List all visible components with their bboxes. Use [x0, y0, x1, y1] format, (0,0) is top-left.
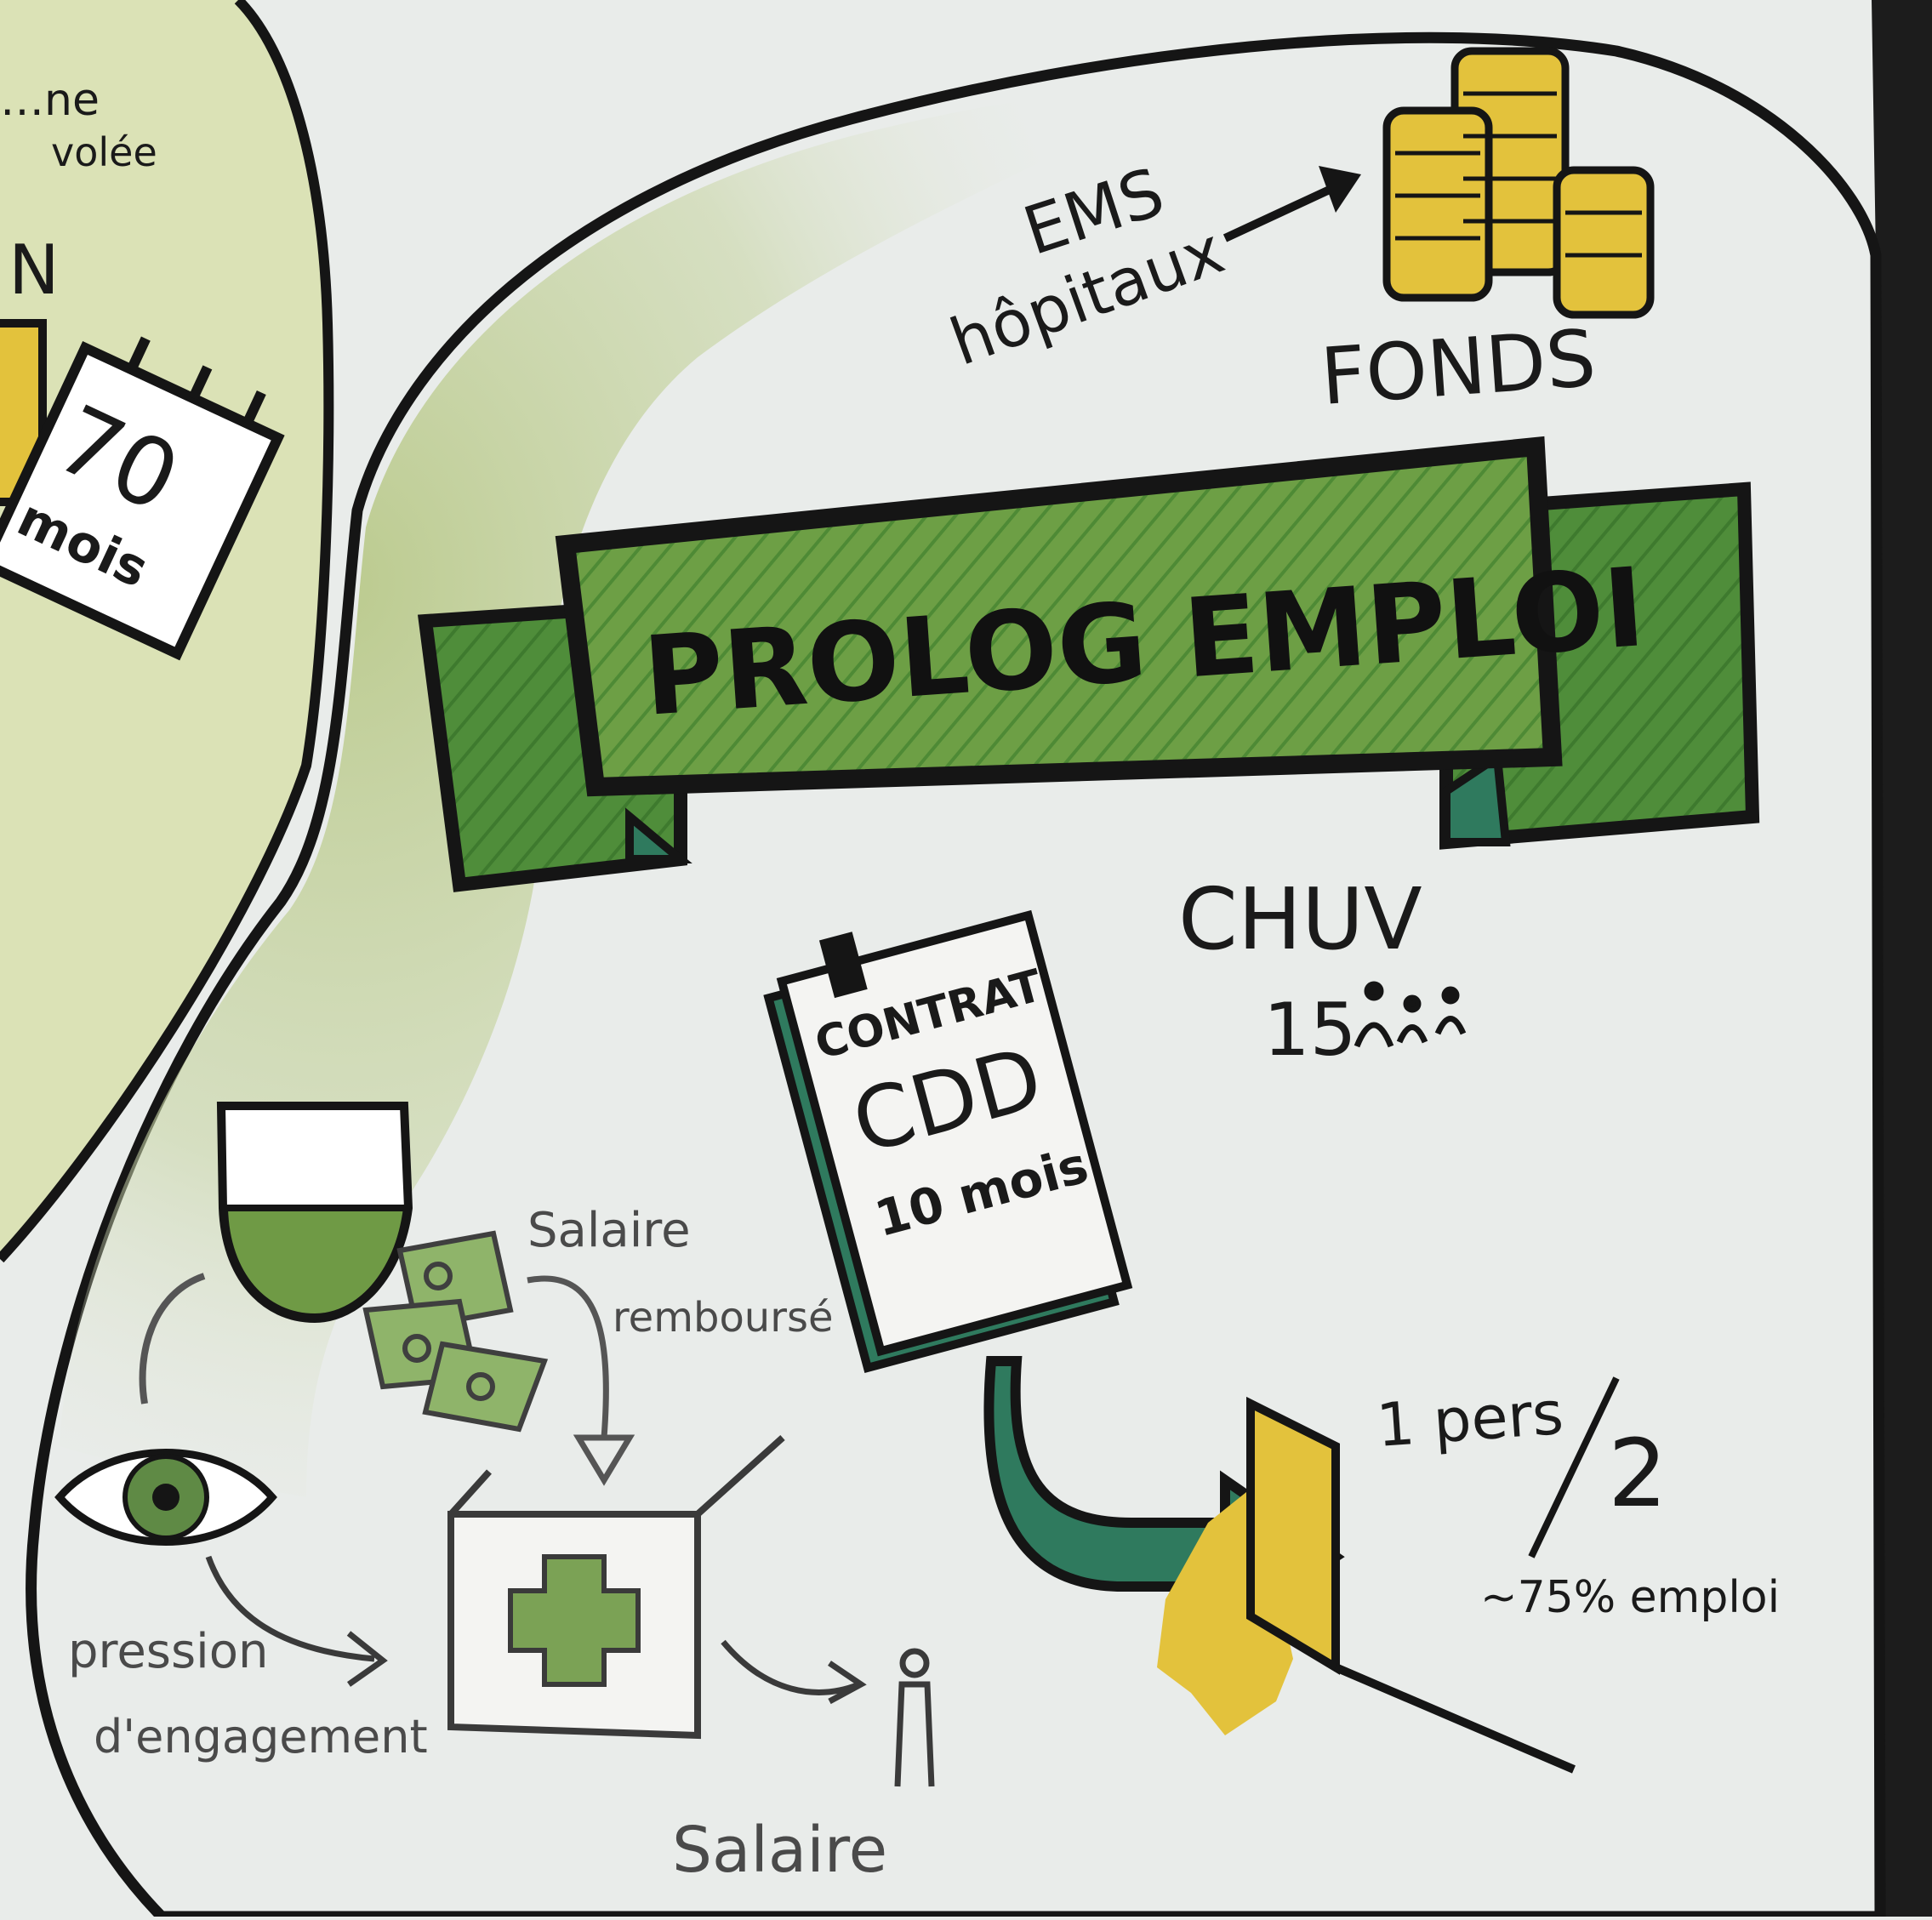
left-cluster: Salaire remboursé pression d'engagement …	[54, 1102, 935, 1887]
salary-arrow	[721, 1639, 861, 1695]
funding-arrowhead	[1319, 166, 1361, 213]
page-edge	[1872, 0, 1932, 1917]
outcome-group: 1 pers 2 ~75% emploi	[1374, 1376, 1780, 1623]
chuv-count: 15	[1263, 988, 1356, 1073]
title-banner: PROLOG EMPLOI	[417, 436, 1760, 892]
reimbursed-arrowhead	[573, 1434, 635, 1486]
coin-stack-icon	[1382, 47, 1655, 319]
funding-arrow	[1222, 179, 1347, 242]
left-partial-word-1: …ne	[0, 75, 100, 126]
reimbursed-arrow	[527, 1275, 609, 1439]
shield-icon	[216, 1102, 413, 1324]
left-bubble: …ne volée N 70 mois	[0, 0, 334, 1263]
money-icon	[362, 1230, 549, 1433]
banner-left-fold	[625, 807, 692, 863]
ratio-slash	[1528, 1376, 1620, 1558]
first-aid-box-icon	[447, 1435, 785, 1740]
eye-icon	[54, 1449, 277, 1546]
banner-ribbon	[555, 436, 1563, 797]
left-partial-letter: N	[9, 231, 60, 310]
pressure-line-1: pression	[68, 1624, 268, 1679]
outcome-ratio-top: 1 pers	[1374, 1378, 1565, 1461]
people-icon	[1354, 981, 1467, 1048]
calendar-icon: 70 mois	[0, 336, 285, 661]
pressure-arrowhead	[346, 1631, 388, 1687]
salary-label: Salaire	[672, 1814, 887, 1887]
chuv-name: CHUV	[1178, 869, 1422, 969]
contract-clip-icon	[818, 932, 868, 999]
outcome-note: ~75% emploi	[1480, 1572, 1780, 1623]
pressure-arrow	[205, 1555, 375, 1662]
funding-target-label: FONDS	[1318, 313, 1599, 423]
person-icon	[894, 1648, 935, 1787]
reimbursed-line-1: Salaire	[527, 1203, 691, 1258]
door-icon	[1157, 1396, 1576, 1774]
shield-eye-arrow	[139, 1273, 206, 1404]
left-partial-word-2: volée	[51, 129, 157, 175]
pressure-line-2: d'engagement	[94, 1710, 428, 1763]
salary-arrowhead	[828, 1661, 867, 1705]
contract-card: CONTRAT CDD 10 mois	[763, 909, 1133, 1374]
chuv-group: CHUV 15	[1178, 869, 1467, 1073]
reimbursed-line-2: remboursé	[613, 1294, 834, 1342]
outcome-ratio-bottom: 2	[1608, 1419, 1667, 1528]
